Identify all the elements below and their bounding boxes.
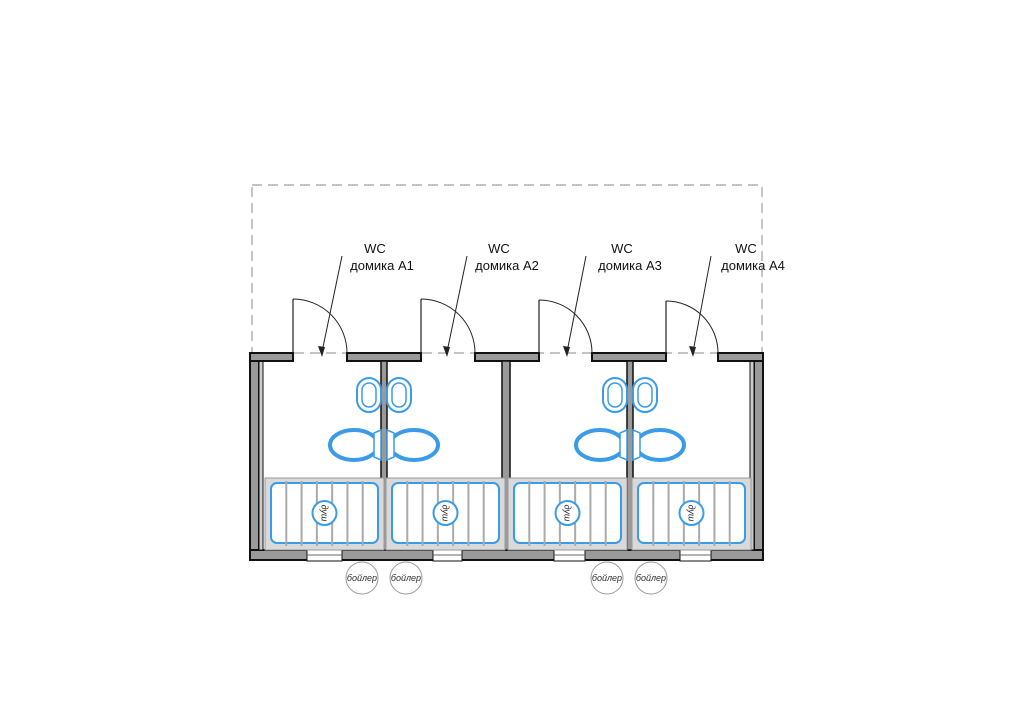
- door-swing-arc: [420, 298, 476, 354]
- unit-title-label: WC: [735, 241, 757, 256]
- top-wall-segment: [474, 352, 540, 362]
- boiler-label: бойлер: [347, 573, 377, 583]
- toilet-bowl-icon: [328, 428, 380, 462]
- inner-lining-left: [258, 358, 264, 551]
- leader-arrow-icon: [689, 346, 696, 357]
- unit-subtitle-label: домика А3: [598, 258, 662, 273]
- leader-line: [446, 255, 468, 353]
- sink-basin: [361, 382, 377, 408]
- shower-drain-icon: [678, 500, 705, 526]
- unit-title-label: WC: [488, 241, 510, 256]
- shower-drain-icon: [554, 500, 581, 526]
- outer-wall-right: [753, 352, 764, 561]
- boiler-icon: [389, 561, 423, 595]
- shower-label: душ: [441, 505, 451, 522]
- unit-subtitle-label: домика А2: [475, 258, 539, 273]
- leader-line: [566, 255, 587, 353]
- top-wall-segment: [346, 352, 422, 362]
- shower-label: душ: [320, 505, 330, 522]
- leader-arrow-icon: [563, 346, 570, 357]
- fixtures: душ душ душ душ бойлер бойлер бойлер бойлер: [264, 377, 752, 595]
- shower-label: душ: [563, 505, 573, 522]
- sink-basin: [391, 382, 407, 408]
- unit-subtitle-label: домика А4: [721, 258, 785, 273]
- boiler-label: бойлер: [592, 573, 622, 583]
- leader-arrow-icon: [443, 346, 450, 357]
- leader-arrow-icon: [318, 346, 325, 357]
- door-swing-arc: [538, 299, 593, 354]
- leader-line: [321, 255, 343, 353]
- top-wall-segment: [591, 352, 667, 362]
- top-wall-segment: [249, 352, 294, 362]
- partition-wall-center: [501, 360, 511, 551]
- sink-basin: [607, 382, 623, 408]
- boiler-label: бойлер: [636, 573, 666, 583]
- unit-subtitle-label: домика А1: [350, 258, 414, 273]
- toilet-bowl-icon: [574, 428, 626, 462]
- top-wall-segment: [717, 352, 764, 362]
- toilet-tank: [386, 428, 395, 462]
- unit-title-label: WC: [364, 241, 386, 256]
- toilet-bowl-icon: [634, 428, 686, 462]
- door-swing-arc: [292, 298, 348, 354]
- shower-drain-icon: [311, 500, 338, 526]
- door-swing-arc: [665, 300, 719, 354]
- shower-label: душ: [687, 505, 697, 522]
- boiler-label: бойлер: [391, 573, 421, 583]
- boiler-icon: [590, 561, 624, 595]
- outer-wall-left: [249, 352, 260, 561]
- toilet-bowl-icon: [388, 428, 440, 462]
- boiler-icon: [634, 561, 668, 595]
- sink-basin: [637, 382, 653, 408]
- toilet-tank: [632, 428, 641, 462]
- shower-drain-icon: [432, 500, 459, 526]
- labels: WC домика А1 WC домика А2 WC домика А3 WC домик…: [318, 241, 785, 357]
- boiler-icon: [345, 561, 379, 595]
- toilet-tank: [619, 428, 628, 462]
- unit-title-label: WC: [611, 241, 633, 256]
- leader-line: [692, 255, 712, 353]
- toilet-tank: [373, 428, 382, 462]
- walls: [249, 298, 764, 562]
